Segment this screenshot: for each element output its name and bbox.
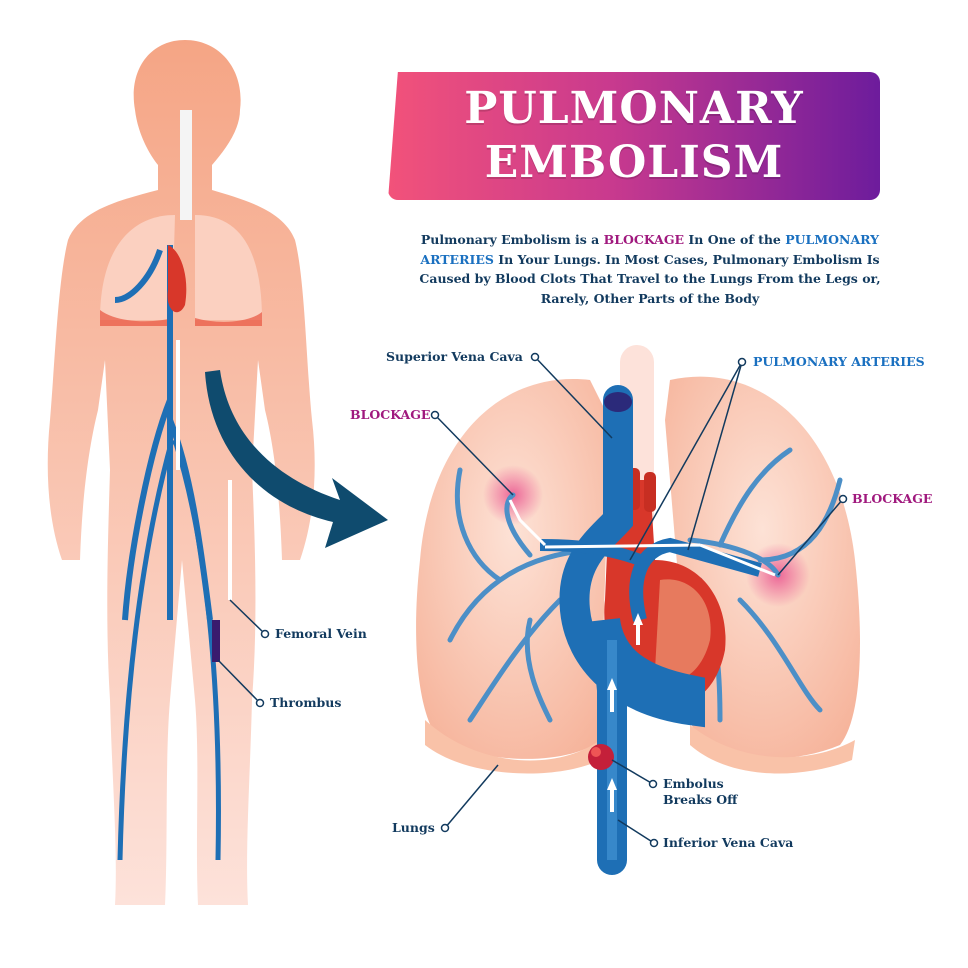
heart: [604, 468, 726, 706]
zoom-arrow: [205, 370, 388, 548]
label-lungs: Lungs: [392, 820, 435, 835]
description: Pulmonary Embolism is a BLOCKAGE In One …: [396, 230, 904, 308]
description-text: In Your Lungs. In Most Cases, Pulmonary …: [419, 251, 881, 306]
label-embolus-line-2: Breaks Off: [663, 792, 738, 807]
leader-lines: [217, 352, 848, 848]
label-pulmonary-arteries: PULMONARY ARTERIES: [753, 354, 925, 369]
title-banner: [388, 72, 880, 200]
label-femoral-vein: Femoral Vein: [275, 626, 367, 641]
page-title: PULMONARY EMBOLISM: [388, 82, 880, 190]
label-superior-vena-cava: Superior Vena Cava: [386, 349, 523, 364]
description-text: Pulmonary Embolism is a: [420, 232, 604, 247]
title-line-1: PULMONARY: [464, 83, 804, 134]
vena-cava: [508, 385, 776, 875]
label-blockage-right: BLOCKAGE: [852, 491, 933, 506]
label-embolus: Embolus Breaks Off: [663, 776, 737, 808]
small-lungs: [100, 110, 262, 861]
label-blockage-left: BLOCKAGE: [350, 407, 431, 422]
label-inferior-vena-cava: Inferior Vena Cava: [663, 835, 794, 850]
description-text: In One of the: [684, 232, 786, 247]
title-line-2: EMBOLISM: [484, 137, 784, 188]
description-highlight-blockage: BLOCKAGE: [603, 232, 685, 247]
label-embolus-line-1: Embolus: [663, 776, 724, 791]
label-thrombus: Thrombus: [270, 695, 342, 710]
description-highlight-arteries: PULMONARY ARTERIES: [420, 232, 880, 267]
